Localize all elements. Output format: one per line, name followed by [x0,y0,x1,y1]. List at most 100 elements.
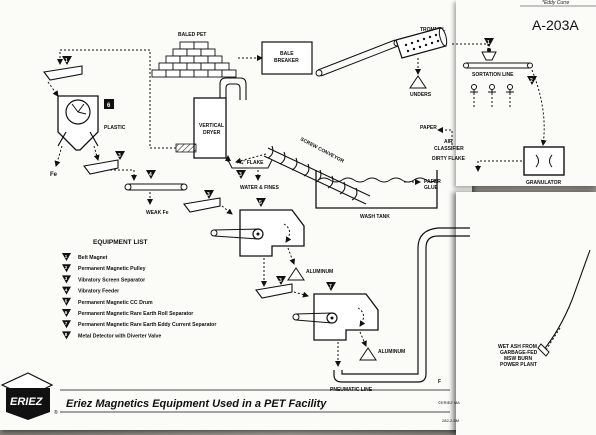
svg-text:2: 2 [530,78,533,84]
equipment-label: Metal Detector with Diverter Valve [78,333,161,339]
weak-fe-belt [124,183,188,191]
sortation-marker: 1 [484,38,494,47]
flow-drum1-to-aluminum [287,247,296,265]
screw-conveyor [263,145,371,205]
equipment-list-title: EQUIPMENT LIST [93,239,148,246]
top-right-fragment: *Eddy Curre [542,0,569,6]
aluminum-1-label: ALUMINUM [306,269,333,275]
svg-text:3: 3 [279,278,282,284]
svg-text:6: 6 [107,103,111,109]
unders-label: UNDERS [410,92,432,98]
svg-text:3: 3 [239,172,242,178]
dryer-hatched-outlet [175,143,197,153]
pneumatic-line-pipe [333,227,470,383]
footer-title: Eriez Magnetics Equipment Used in a PET … [66,398,327,410]
trommel [395,27,448,59]
dryer-duct [219,77,247,100]
document-code: A-203A [532,17,579,33]
vertical-dryer-label-1: VERTICAL [199,123,224,129]
granulator-box [523,146,565,176]
svg-text:3: 3 [207,192,210,198]
flow-to-fe [54,145,63,167]
baled-pet-label: BALED PET [178,32,206,38]
flow-feeder-to-pulley [47,81,59,97]
granulator-marker: 2 [527,76,537,85]
equipment-number-marker [62,286,71,295]
footer-copyright-fragment: ©ERIEZ MA [438,400,460,405]
wet-ash-label-4: POWER PLANT [500,362,537,368]
flake-marker: 3 [236,170,246,179]
bale-breaker-box [261,41,313,75]
equipment-label: Permanent Magnetic Rare Earth Roll Separ… [78,311,193,317]
flake-trough [227,159,273,169]
svg-text:3: 3 [118,153,121,159]
drum-separator-1 [210,209,305,257]
plastic-label: PLASTIC [104,125,126,131]
paper-glue-label-2: GLUE [424,185,439,191]
equipment-number-marker [62,331,71,340]
equipment-label: Permanent Magnetic CC Drum [78,300,153,306]
equipment-list-item: 8 Metal Detector with Diverter Valve [62,331,161,340]
sortation-pickers [470,84,514,108]
flow-classifier-to-paper [437,127,453,145]
flow-wet-ash [545,327,561,351]
equipment-number: 3 [65,276,68,281]
footer-registered: ® [54,409,58,416]
equipment-label: Permanent Magnetic Rare Earth Eddy Curre… [78,322,216,328]
equipment-number-marker [62,320,71,329]
equipment-number-marker [62,275,71,284]
equipment-number: 6 [65,310,68,315]
screw-conveyor-label: SCREW CONVEYOR [299,136,345,164]
breaker-to-trommel-conveyor [315,39,401,77]
flow-trommel-to-sort [452,43,491,59]
wet-ash-label-3: MSW BURN [504,356,532,362]
svg-text:4: 4 [149,172,152,178]
fe-feeder-marker: 3 [115,151,125,160]
svg-text:5: 5 [259,200,262,206]
weak-fe-feeder-marker: 3 [204,190,214,199]
equipment-number-marker [62,309,71,317]
equipment-label: Vibratory Screen Separator [78,277,145,283]
drum1-marker: 5 [256,198,266,207]
svg-text:1: 1 [487,40,490,46]
flow-feeder4-to-drum2 [293,291,309,298]
flow-dryer-to-top-belt [57,49,176,149]
flake-size-label: +¼" FLAKE [236,159,264,166]
paper-label: PAPER [420,125,437,131]
equipment-list-item: 1 Belt Magnet [62,253,108,261]
drum2-marker: 7 [326,282,336,291]
footer-code-fragment: 282-2.5M [442,418,459,423]
top-feeder [43,65,83,81]
unders-pile [409,75,427,89]
aluminum-feeder-marker: 3 [276,276,286,285]
wet-ash-label-2: GARBAGE-FED [500,350,538,356]
water-fines-label: WATER & FINES [240,185,279,191]
feeder-2 [83,159,119,175]
equipment-label: Belt Magnet [78,255,108,261]
equipment-number: 2 [65,265,68,270]
weak-fe-belt-marker: 4 [146,170,156,179]
flow-feeder2-to-belt [110,169,137,181]
air-classifier-label-1: AIR [444,139,453,145]
feeder-4 [255,283,293,299]
equipment-number-marker [62,253,71,261]
equipment-number: 1 [65,254,68,259]
wet-ash-label-1: WET ASH FROM [498,344,537,350]
footer-right-fragment-f: F [438,379,441,385]
flow-granulator-to-tank [475,160,522,172]
aluminum-pile-1 [287,267,305,281]
granulator-blades [535,154,553,168]
sortation-hopper [481,48,497,61]
baled-pet-bricks [151,41,237,78]
sortation-line-label: SORTATION LINE [472,72,514,78]
dirty-flake-label: DIRTY FLAKE [432,156,466,162]
vertical-dryer-label-2: DRYER [203,130,221,136]
equipment-number: 8 [65,332,68,337]
flow-screw-to-flake [235,153,267,164]
front-sheet-pipe [541,249,591,353]
